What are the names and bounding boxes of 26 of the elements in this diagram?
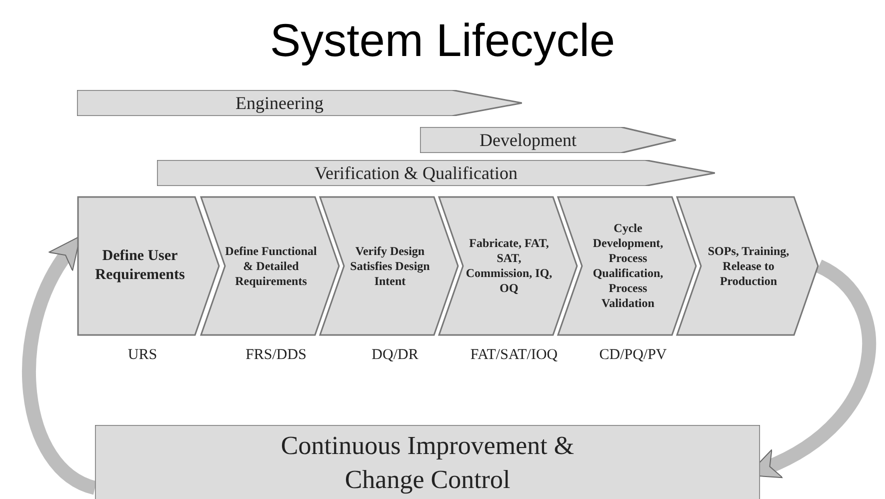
- step-label: Define Functional & Detailed Requirements: [225, 244, 317, 288]
- step-abbreviation: DQ/DR: [370, 346, 420, 365]
- step-abbreviation: FRS/DDS: [244, 346, 308, 365]
- process-step: [676, 196, 819, 336]
- step-label: SOPs, Training, Release to Production: [706, 244, 790, 288]
- phase-band: [420, 127, 676, 153]
- improvement-box: [95, 425, 760, 499]
- step-label: Fabricate, FAT, SAT, Commission, IQ, OQ: [464, 236, 554, 296]
- phase-band: [77, 90, 522, 116]
- step-abbreviation: CD/PQ/PV: [598, 346, 668, 365]
- process-step: [319, 196, 459, 336]
- phase-band: [157, 160, 715, 186]
- phase-label: Verification & Qualification: [314, 164, 518, 182]
- process-step: [77, 196, 220, 336]
- process-step: [438, 196, 578, 336]
- step-abbreviation: URS: [126, 346, 158, 365]
- box-label: Continuous Improvement & Change Control: [280, 430, 576, 496]
- diagram-title: System Lifecycle: [270, 13, 616, 68]
- step-abbreviation: FAT/SAT/IOQ: [469, 346, 559, 365]
- step-label: Verify Design Satisfies Design Intent: [349, 244, 431, 288]
- process-step: [200, 196, 340, 336]
- step-label: Cycle Development, Process Qualification, Process Validation: [592, 221, 664, 311]
- phase-label: Development: [480, 131, 576, 149]
- phase-label: Engineering: [236, 94, 324, 112]
- process-step: [557, 196, 697, 336]
- step-label: Define User Requirements: [94, 247, 186, 285]
